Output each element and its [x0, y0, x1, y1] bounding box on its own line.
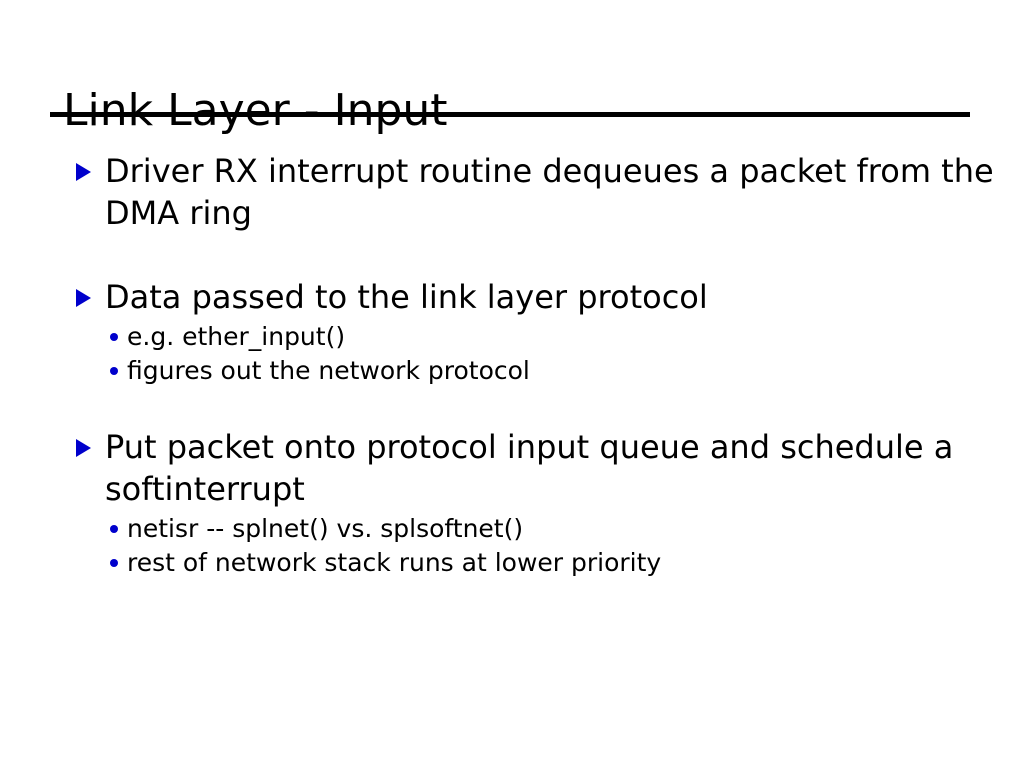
bullet-item-level2: netisr -- splnet() vs. splsoftnet() — [0, 512, 1024, 546]
title-divider — [50, 112, 970, 117]
bullet-group: Driver RX interrupt routine dequeues a p… — [0, 150, 1024, 234]
dot-icon — [110, 559, 118, 567]
bullet-group: Data passed to the link layer protocol e… — [0, 276, 1024, 388]
page-title: Link Layer - Input — [63, 85, 448, 137]
bullet-item-level1: Put packet onto protocol input queue and… — [0, 426, 1024, 510]
bullet-item-level1: Data passed to the link layer protocol — [0, 276, 1024, 318]
bullet-item-level2-label: figures out the network protocol — [127, 356, 530, 385]
dot-icon — [110, 333, 118, 341]
bullet-item-level2: e.g. ether_input() — [0, 320, 1024, 354]
bullet-item-level1-label: Data passed to the link layer protocol — [105, 278, 708, 316]
triangle-right-icon — [76, 439, 91, 457]
bullet-item-level2-label: e.g. ether_input() — [127, 322, 346, 351]
bullet-item-level2-label: rest of network stack runs at lower prio… — [127, 548, 662, 577]
dot-icon — [110, 525, 118, 533]
sub-bullet-list: e.g. ether_input() figures out the netwo… — [0, 320, 1024, 388]
bullet-item-level2: rest of network stack runs at lower prio… — [0, 546, 1024, 580]
bullet-item-level1-label: Driver RX interrupt routine dequeues a p… — [105, 152, 994, 232]
triangle-right-icon — [76, 289, 91, 307]
bullet-item-level2: figures out the network protocol — [0, 354, 1024, 388]
triangle-right-icon — [76, 163, 91, 181]
bullet-group: Put packet onto protocol input queue and… — [0, 426, 1024, 580]
dot-icon — [110, 367, 118, 375]
sub-bullet-list: netisr -- splnet() vs. splsoftnet() rest… — [0, 512, 1024, 580]
bullet-item-level1-label: Put packet onto protocol input queue and… — [105, 428, 954, 508]
bullet-item-level1: Driver RX interrupt routine dequeues a p… — [0, 150, 1024, 234]
bullet-item-level2-label: netisr -- splnet() vs. splsoftnet() — [127, 514, 524, 543]
bullet-list: Driver RX interrupt routine dequeues a p… — [0, 150, 1024, 580]
